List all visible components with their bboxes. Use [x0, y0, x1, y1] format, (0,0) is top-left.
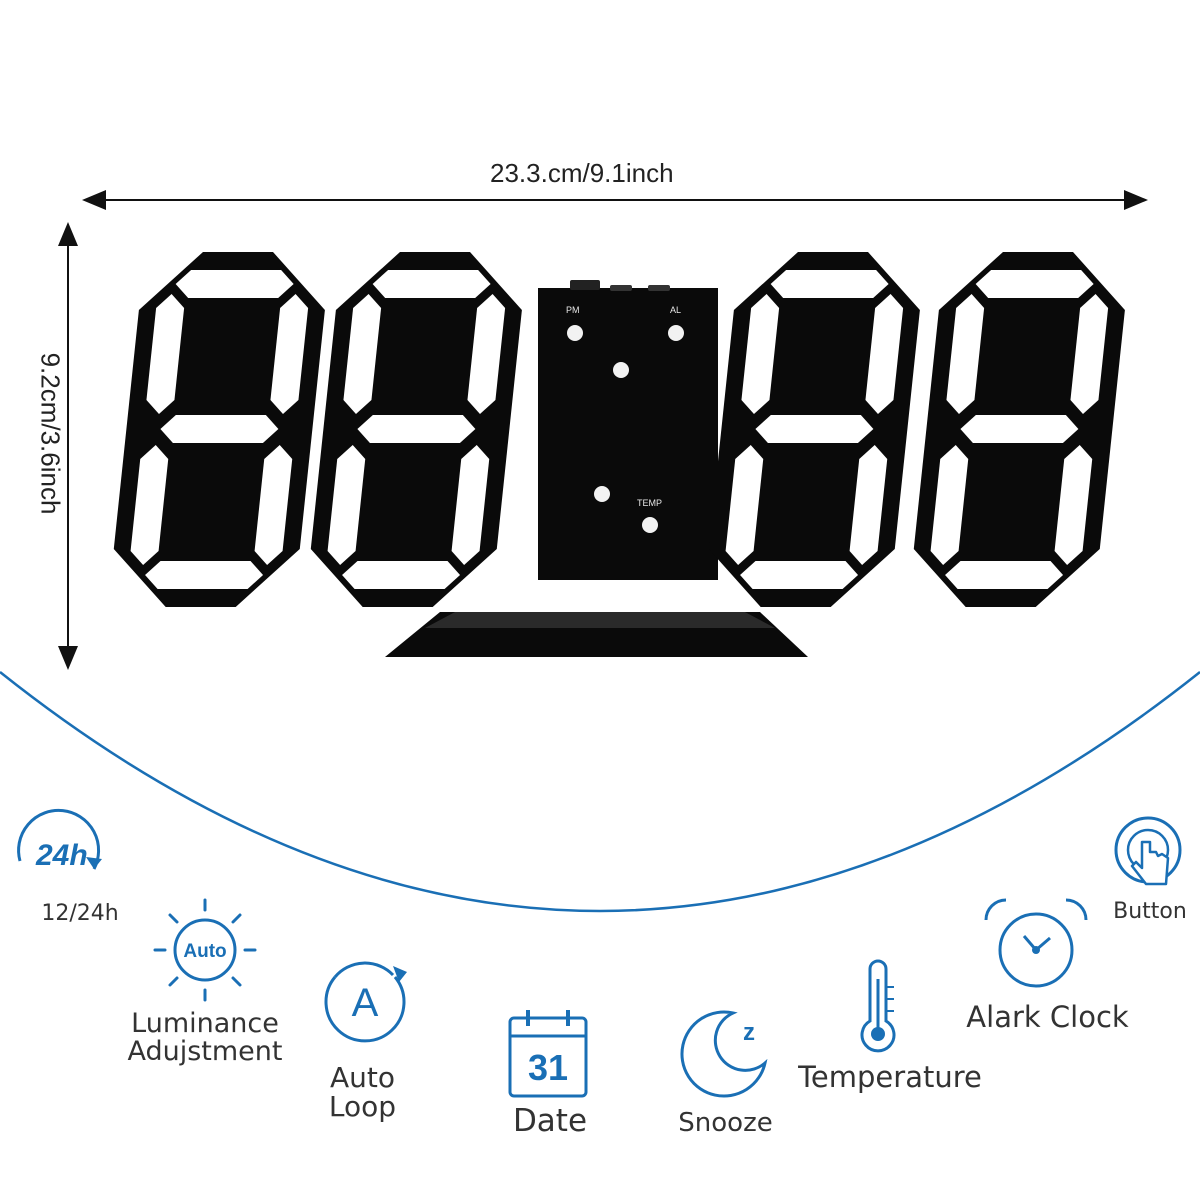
feature-label-date: Date [512, 1103, 588, 1139]
digit-2 [304, 252, 528, 607]
svg-text:24h: 24h [35, 839, 88, 872]
height-dimension-line [58, 222, 78, 670]
thermometer-icon [860, 959, 896, 1053]
digit-4 [907, 252, 1131, 607]
feature-label-button: Button [1113, 899, 1187, 924]
svg-text:z: z [743, 1019, 755, 1046]
colon-dot-top [613, 362, 629, 378]
svg-text:Auto: Auto [183, 941, 226, 962]
clock-center-panel: PM AL TEMP [538, 280, 718, 580]
feature-label-luminance: Luminance Adujstment [127, 1008, 283, 1068]
height-dimension-label: 9.2cm/3.6inch [35, 352, 66, 515]
moon-snooze-icon: z [680, 1010, 768, 1098]
al-indicator-dot [668, 325, 684, 341]
svg-text:31: 31 [528, 1047, 568, 1088]
feature-label-12-24h: 12/24h [41, 901, 119, 926]
feature-label-temperature: Temperature [798, 1060, 982, 1094]
feature-label-alarm-clock: Alark Clock [966, 1000, 1129, 1034]
indicator-al-label: AL [670, 305, 681, 315]
colon-dot-bottom [594, 486, 610, 502]
indicator-temp-label: TEMP [637, 498, 662, 508]
touch-button-icon [1114, 816, 1182, 886]
divider-arc [0, 671, 1200, 913]
width-dimension-line [82, 190, 1148, 210]
digit-1 [107, 252, 332, 607]
pm-indicator-dot [567, 325, 583, 341]
svg-text:A: A [352, 981, 379, 1025]
calendar-icon: 31 [508, 1010, 588, 1098]
digit-3 [702, 252, 926, 607]
sun-auto-icon: Auto [153, 898, 257, 1002]
auto-loop-icon: A [324, 961, 407, 1043]
feature-label-auto-loop: Auto Loop [328, 1061, 397, 1124]
width-dimension-label: 23.3.cm/9.1inch [490, 158, 674, 188]
indicator-pm-label: PM [566, 305, 580, 315]
alarm-clock-icon [984, 898, 1088, 988]
temp-indicator-dot [642, 517, 658, 533]
feature-label-snooze: Snooze [678, 1108, 773, 1138]
clock-stand [385, 612, 808, 657]
24h-icon: 24h [17, 808, 102, 872]
